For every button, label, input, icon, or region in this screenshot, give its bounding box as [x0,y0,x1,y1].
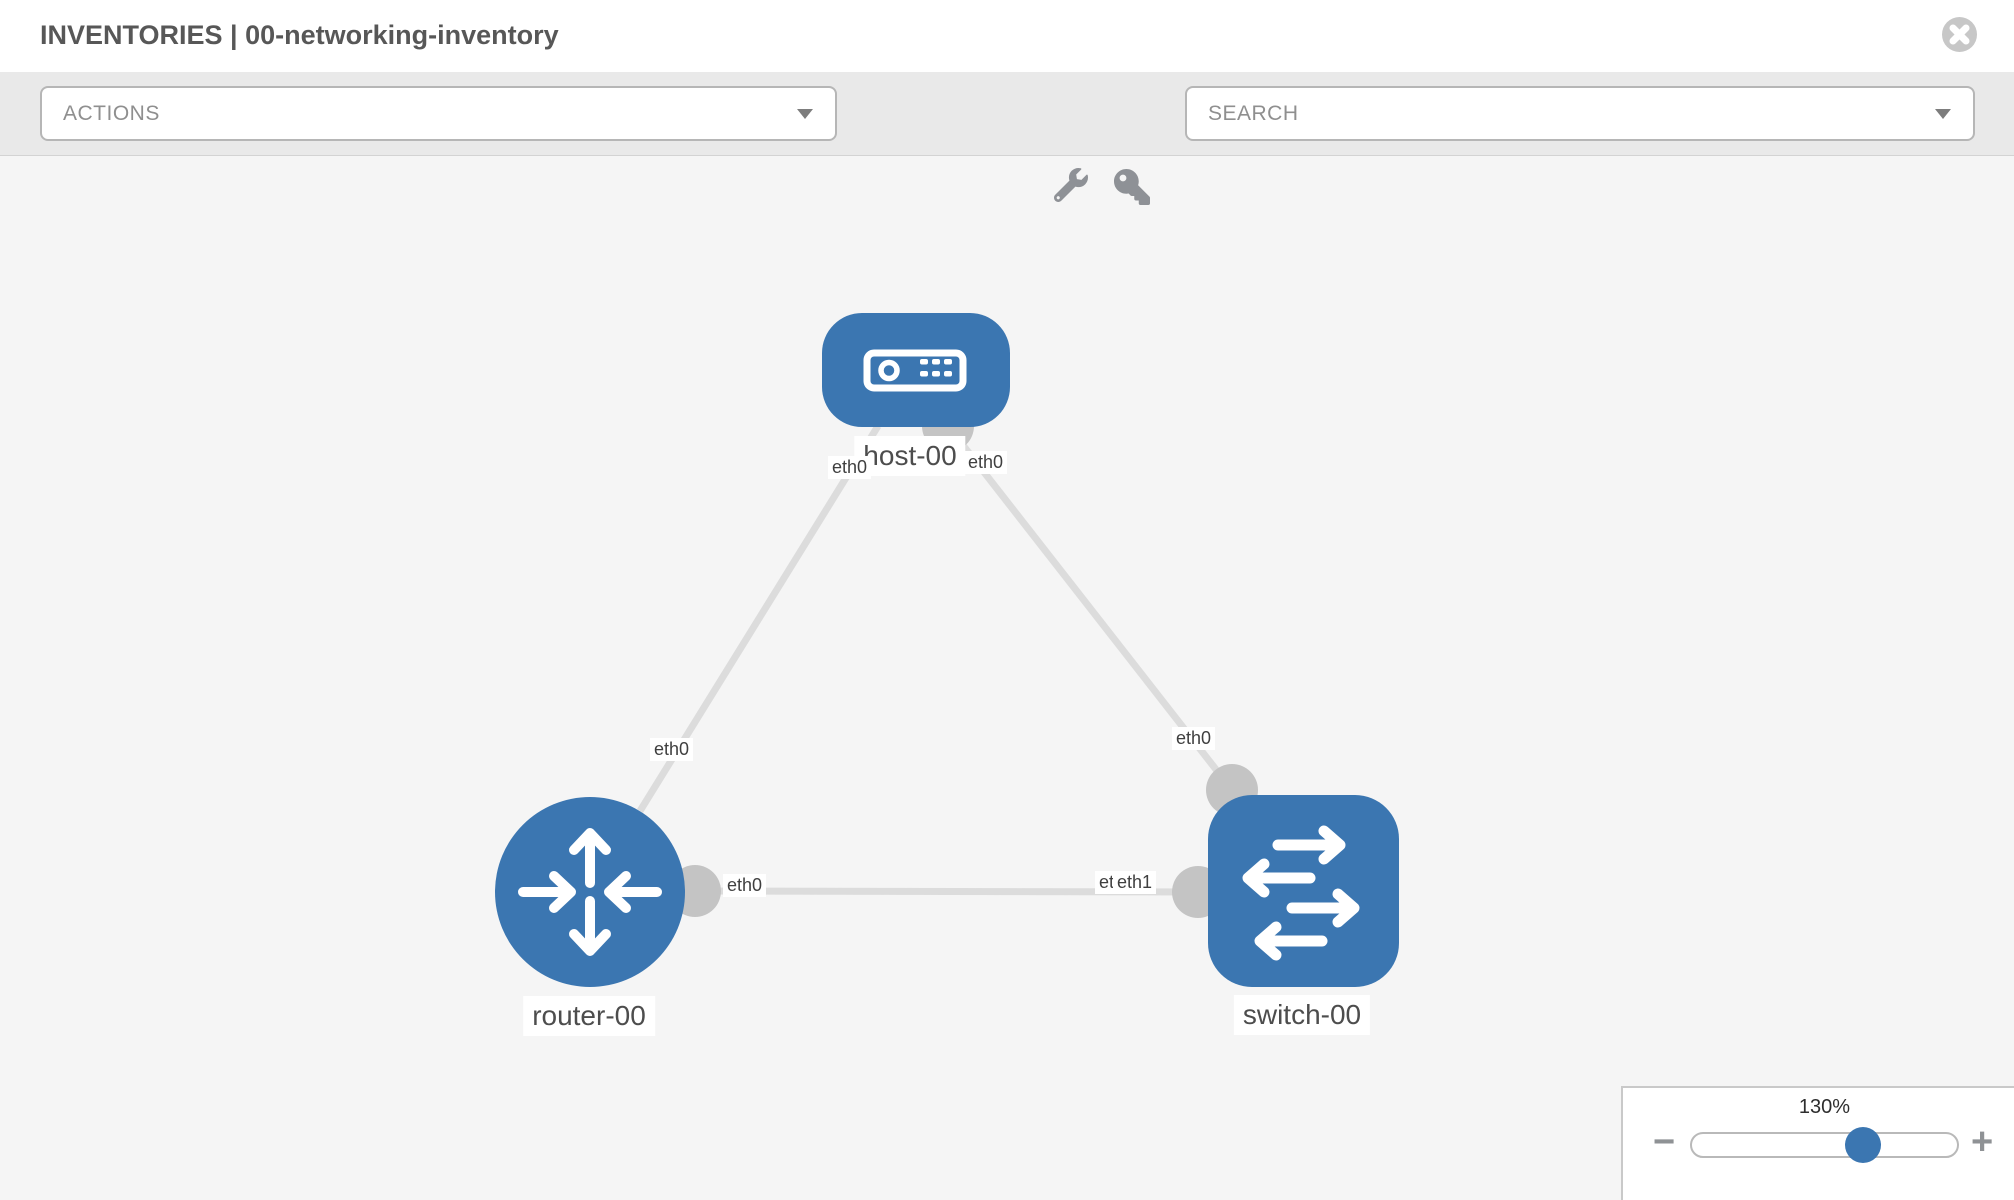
host-icon [863,349,967,392]
topology-canvas[interactable] [0,156,2014,1200]
zoom-in-button[interactable]: + [1971,1121,1994,1163]
node-router-00[interactable] [495,797,685,987]
times-circle-icon [1942,17,1977,52]
zoom-panel: 130% − + [1621,1086,2014,1200]
zoom-out-button[interactable]: − [1653,1121,1676,1163]
iface-label-switch-eth0-up: eth0 [1172,727,1216,750]
zoom-slider-thumb[interactable] [1845,1127,1881,1163]
iface-label-router-eth0-up: eth0 [650,738,694,761]
chevron-down-icon [1935,108,1951,119]
iface-label-host-eth0-right: eth0 [964,451,1008,474]
node-label-switch: switch-00 [1233,995,1371,1035]
configure-button[interactable] [1054,168,1088,202]
node-label-host: host-00 [854,436,966,476]
router-icon [518,828,662,956]
actions-dropdown[interactable]: ACTIONS [40,86,837,141]
chevron-down-icon [797,108,813,119]
node-host-00[interactable] [822,313,1010,427]
node-switch-00[interactable] [1208,795,1399,987]
search-dropdown[interactable]: SEARCH [1185,86,1975,141]
node-label-router: router-00 [523,996,655,1036]
switch-icon [1242,825,1360,961]
page-title: INVENTORIES | 00-networking-inventory [40,20,559,50]
header: INVENTORIES | 00-networking-inventory [0,0,2014,73]
iface-label-router-eth0-right: eth0 [723,874,767,897]
wrench-icon [1054,168,1088,202]
zoom-percentage: 130% [1798,1096,1851,1118]
iface-label-switch-eth1: eth1 [1113,871,1157,894]
search-dropdown-label: SEARCH [1208,102,1299,125]
zoom-slider[interactable] [1690,1132,1959,1158]
credentials-button[interactable] [1114,169,1150,205]
iface-label-host-eth0-left: eth0 [828,456,872,479]
key-icon [1114,169,1150,205]
close-button[interactable] [1941,16,1978,53]
actions-dropdown-label: ACTIONS [63,102,160,125]
toolbar: ACTIONS SEARCH [0,72,2014,205]
